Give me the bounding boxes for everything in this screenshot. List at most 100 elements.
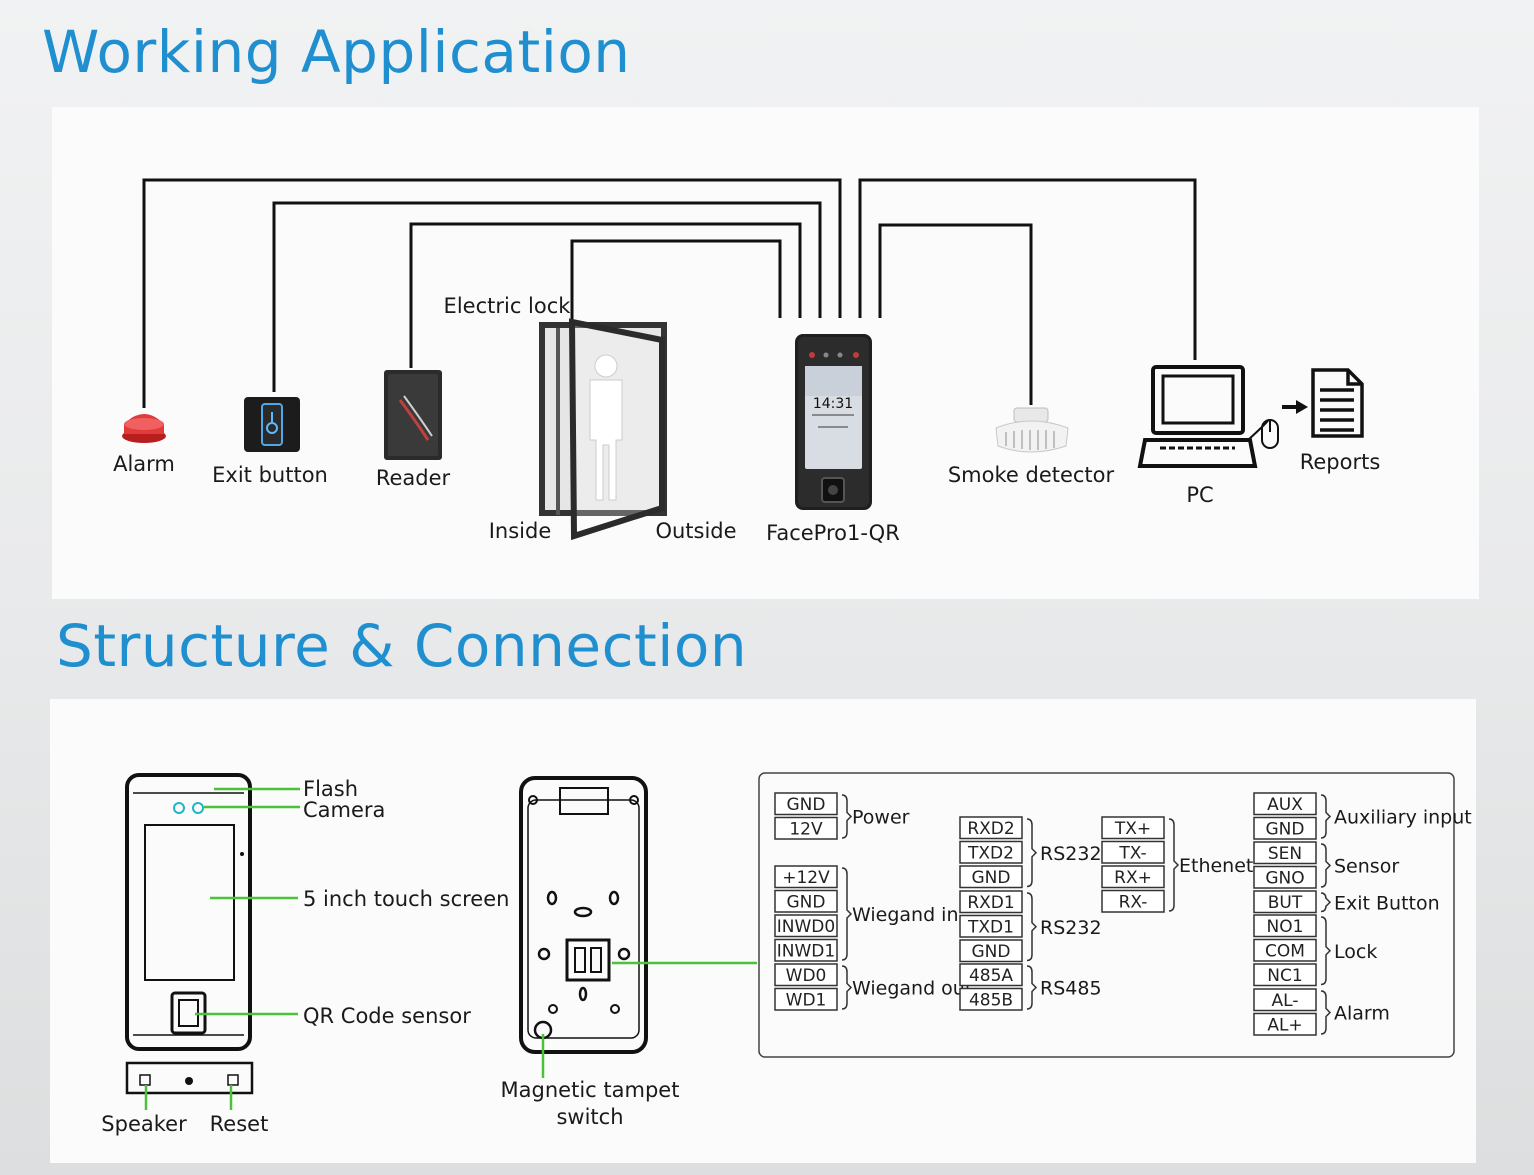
terminal-pin-box: [1253, 1012, 1317, 1036]
terminal-pin-box: [1253, 816, 1317, 840]
terminal-pin-box: [1253, 988, 1317, 1012]
reports-label: Reports: [1300, 450, 1381, 474]
application-diagram: Alarm Exit button Reader Electric lock I…: [113, 178, 1381, 545]
terminal-group-label: Ethenet: [1179, 855, 1253, 877]
report-document-icon: [1311, 368, 1364, 438]
terminal-pin-label: COM: [1265, 942, 1305, 962]
terminal-group-label: RS485: [1040, 978, 1102, 1000]
terminal-group-brace: [1026, 818, 1038, 888]
terminal-pin-box: [774, 938, 838, 962]
terminal-group-label: Power: [852, 807, 910, 829]
touch-screen-label: 5 inch touch screen: [303, 887, 509, 911]
device-front-view: [125, 773, 254, 1095]
terminal-pin-label: NO1: [1267, 917, 1304, 937]
terminal-group-label: RS232: [1040, 843, 1102, 865]
terminal-pin-label: RX-: [1119, 893, 1148, 913]
terminal-pin-label: SEN: [1268, 844, 1302, 864]
inside-label: Inside: [489, 519, 552, 543]
back-leader-lines: [541, 961, 757, 1078]
pc-label: PC: [1186, 483, 1213, 507]
electric-lock-label: Electric lock: [444, 294, 572, 318]
terminal-pin-label: RXD2: [967, 819, 1014, 839]
terminal-group-brace: [1320, 794, 1332, 839]
qr-sensor-label: QR Code sensor: [303, 1004, 471, 1028]
terminal-group-label: Auxiliary input: [1334, 807, 1472, 829]
terminal-pin-box: [1101, 816, 1165, 840]
terminal-pin-label: 485B: [969, 991, 1013, 1011]
terminal-pin-label: AUX: [1267, 795, 1303, 815]
terminal-pin-label: 12V: [789, 820, 823, 840]
terminal-group-brace: [1026, 965, 1038, 1010]
terminal-pin-box: [774, 816, 838, 840]
exit-button-label: Exit button: [212, 463, 328, 487]
terminal-pin-label: GND: [972, 868, 1011, 888]
smoke-detector-label: Smoke detector: [948, 463, 1115, 487]
arrow-right-icon: [1282, 400, 1308, 414]
working-application-title: Working Application: [42, 18, 631, 86]
terminal-pin-label: RXD1: [967, 893, 1014, 913]
terminal-pin-box: [1253, 938, 1317, 962]
terminal-group-brace: [1320, 990, 1332, 1035]
terminal-group-brace: [1320, 916, 1332, 986]
terminal-pin-box: [959, 816, 1023, 840]
terminal-pin-label: NC1: [1267, 966, 1302, 986]
terminal-pin-label: GND: [972, 942, 1011, 962]
structure-connection-title: Structure & Connection: [56, 612, 748, 680]
terminal-pin-box: [774, 987, 838, 1011]
terminal-pin-box: [1253, 792, 1317, 816]
terminal-pin-box: [774, 865, 838, 889]
pc-icon: [1137, 365, 1279, 468]
terminal-pin-label: TX+: [1114, 819, 1151, 839]
terminal-pin-box: [1253, 914, 1317, 938]
terminal-pin-box: [959, 890, 1023, 914]
terminal-group-label: Sensor: [1334, 856, 1399, 878]
reader-label: Reader: [376, 466, 451, 490]
smoke-detector-icon: [995, 407, 1069, 453]
terminal-pin-box: [1101, 840, 1165, 864]
terminal-group-label: Wiegand in: [852, 904, 959, 926]
alarm-icon: [122, 414, 166, 443]
terminal-group-brace: [841, 965, 853, 1010]
exit-button-icon: [244, 397, 300, 452]
facepro-screen-time: 14:31: [813, 396, 853, 412]
terminal-group-brace: [1320, 892, 1332, 913]
terminal-pin-box: [1253, 865, 1317, 889]
terminal-pin-label: GND: [787, 795, 826, 815]
terminal-pin-label: GND: [1266, 820, 1305, 840]
speaker-label: Speaker: [101, 1112, 187, 1136]
terminal-pin-label: TX-: [1118, 844, 1146, 864]
terminal-pin-box: [959, 987, 1023, 1011]
structure-panel: Flash Camera 5 inch touch screen QR Code…: [50, 699, 1476, 1163]
wiring: [142, 178, 1197, 408]
terminal-pin-label: RX+: [1114, 868, 1152, 888]
terminal-pin-label: GND: [787, 893, 826, 913]
terminal-pin-label: INWD1: [777, 942, 835, 962]
terminal-group-label: Exit Button: [1334, 892, 1440, 914]
terminal-pin-label: WD0: [786, 966, 827, 986]
terminal-wiring-frame: [758, 772, 1455, 1058]
terminal-pin-label: +12V: [782, 868, 830, 888]
facepro-terminal: 14:31: [795, 334, 872, 510]
terminal-pin-box: [959, 963, 1023, 987]
device-back-view: [519, 776, 648, 1054]
terminal-pin-label: WD1: [786, 991, 827, 1011]
terminal-pin-box: [1101, 865, 1165, 889]
tamper-switch-label-line2: switch: [556, 1105, 623, 1129]
outside-label: Outside: [655, 519, 736, 543]
terminal-pin-label: TXD1: [967, 918, 1014, 938]
terminal-group-label: RS232: [1040, 917, 1102, 939]
facepro-label: FacePro1-QR: [766, 521, 900, 545]
terminal-pin-box: [959, 865, 1023, 889]
terminal-group-brace: [1320, 843, 1332, 888]
structure-diagram: Flash Camera 5 inch touch screen QR Code…: [101, 772, 1472, 1136]
terminal-pin-label: AL+: [1267, 1016, 1302, 1036]
camera-label: Camera: [303, 798, 385, 822]
door-icon: [539, 318, 667, 541]
terminal-pin-box: [774, 889, 838, 913]
terminal-pin-label: TXD2: [967, 844, 1014, 864]
front-leader-lines: [144, 787, 300, 1110]
tamper-switch-label-line1: Magnetic tampet: [501, 1078, 680, 1102]
terminal-pin-box: [1253, 890, 1317, 914]
terminal-group-brace: [1168, 818, 1180, 912]
terminal-pin-box: [774, 914, 838, 938]
